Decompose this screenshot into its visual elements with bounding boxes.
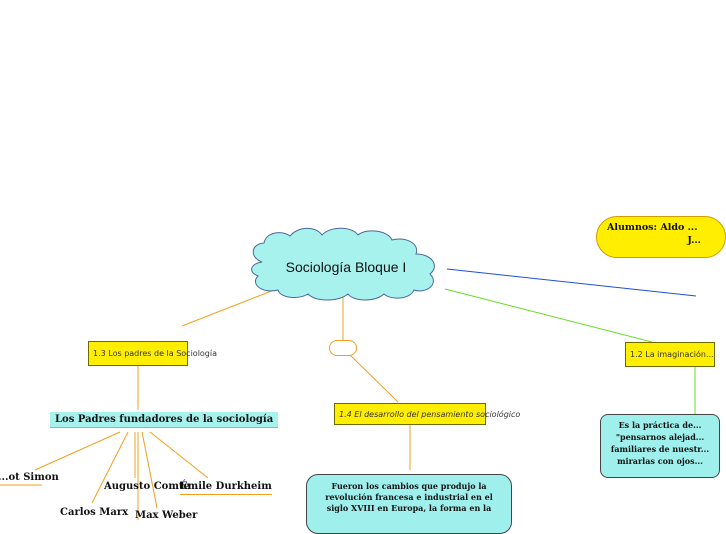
founder-simon-label: ...ot Simon xyxy=(0,472,59,483)
link-empty-pensamiento xyxy=(349,354,399,403)
central-cloud-shape xyxy=(251,227,435,301)
topic-padres-sociologia[interactable]: 1.3 Los padres de la Sociología xyxy=(88,341,217,366)
imaginacion-desc-line-1: Es la práctica de... xyxy=(618,420,702,430)
topic-padres-fundadores[interactable]: Los Padres fundadores de la sociología xyxy=(50,412,279,428)
imaginacion-desc-line-3: familiares de nuestr... xyxy=(610,444,710,454)
founder-durkheim-label: Émile Durkheim xyxy=(180,481,272,492)
founder-durkheim[interactable]: Émile Durkheim xyxy=(180,481,272,495)
founder-marx[interactable]: Carlos Marx xyxy=(60,507,128,518)
topic-imaginacion-description[interactable]: Es la práctica de... "pensarnos alejad..… xyxy=(600,414,720,478)
central-topic[interactable]: Sociología Bloque I xyxy=(252,236,440,298)
central-topic-label: Sociología Bloque I xyxy=(285,259,407,275)
topic-pensamiento-description[interactable]: Fueron los cambios que produjo la revolu… xyxy=(306,474,512,534)
topic-imaginacion[interactable]: 1.2 La imaginación... xyxy=(625,342,715,367)
topic-padres-label: 1.3 Los padres de la Sociología xyxy=(93,349,218,358)
link-central-padres xyxy=(181,289,275,327)
alumnos-line-1: Alumnos: Aldo ... xyxy=(607,222,698,233)
founder-weber[interactable]: Max Weber xyxy=(135,510,197,521)
link-fund-marx xyxy=(91,431,129,504)
pensamiento-desc-line-1: Fueron los cambios que produjo la xyxy=(331,481,487,491)
founder-comte[interactable]: Augusto Comte xyxy=(104,481,190,492)
founder-simon[interactable]: ...ot Simon xyxy=(0,472,59,483)
topic-imaginacion-label: 1.2 La imaginación... xyxy=(630,350,714,359)
founder-marx-label: Carlos Marx xyxy=(60,507,129,518)
pensamiento-desc-line-3: siglo XVIII en Europa, la forma en la xyxy=(326,503,492,513)
topic-pensamiento-label: 1.4 El desarrollo del pensamiento sociol… xyxy=(339,409,521,419)
topic-alumnos[interactable]: Alumnos: Aldo ... J... xyxy=(596,216,726,258)
connector-lines xyxy=(0,227,697,520)
link-fund-simon xyxy=(34,431,121,471)
link-fund-weber xyxy=(141,431,158,509)
alumnos-line-2: J... xyxy=(687,235,701,246)
topic-empty-node[interactable] xyxy=(329,340,357,356)
topic-fundadores-label: Los Padres fundadores de la sociología xyxy=(55,414,274,425)
topic-pensamiento-sociologico[interactable]: 1.4 El desarrollo del pensamiento sociol… xyxy=(334,403,520,425)
link-central-imaginacion xyxy=(444,288,653,343)
link-central-alumnos xyxy=(446,268,697,297)
imaginacion-desc-line-2: "pensarnos alejad... xyxy=(615,432,705,442)
imaginacion-desc-line-4: mirarlas con ojos... xyxy=(617,456,703,466)
mind-map-canvas: Sociología Bloque I 1.3 Los padres de la… xyxy=(0,216,726,534)
pensamiento-desc-line-2: revolución francesa e industrial en el xyxy=(325,492,493,502)
founder-weber-label: Max Weber xyxy=(135,510,198,521)
founder-comte-label: Augusto Comte xyxy=(104,481,190,492)
link-fund-durkheim xyxy=(149,431,209,479)
